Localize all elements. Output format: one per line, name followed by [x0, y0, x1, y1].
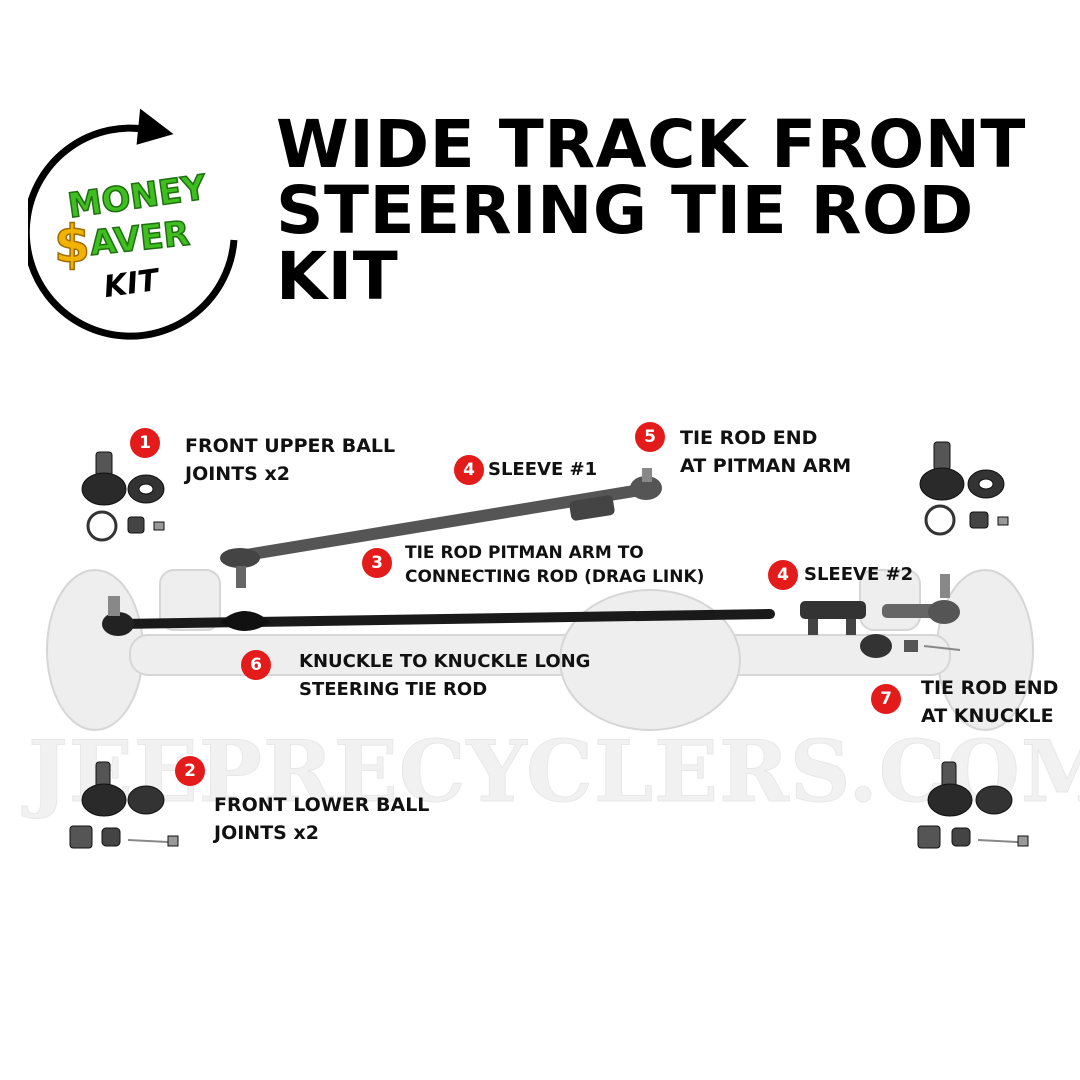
title-line3: KIT — [276, 238, 399, 315]
sleeve-2-and-tie-rod-end-icon — [800, 574, 961, 658]
part-badge-4a: 4 — [454, 455, 484, 485]
upper-ball-joint-left-icon — [81, 451, 165, 542]
part-label-7: TIE ROD END AT KNUCKLE — [921, 677, 1059, 727]
title-line2: STEERING TIE ROD — [276, 172, 974, 249]
part-badge-5: 5 — [635, 422, 665, 452]
arrow-head-icon — [136, 108, 174, 145]
circular-arrow-icon — [28, 124, 238, 340]
money-saver-kit-logo: MONEY $ AVER KIT — [28, 108, 238, 340]
logo-dollar: $ — [54, 215, 90, 275]
part-label-5: TIE ROD END AT PITMAN ARM — [680, 427, 852, 477]
part-badge-2: 2 — [175, 756, 205, 786]
drag-link-icon — [220, 468, 662, 588]
part-badge-4b: 4 — [768, 560, 798, 590]
page-title: WIDE TRACK FRONT STEERING TIE ROD KIT — [276, 112, 1076, 310]
logo-line3: KIT — [102, 263, 164, 306]
part-label-1: FRONT UPPER BALL JOINTS x2 — [185, 435, 396, 485]
title-line1: WIDE TRACK FRONT — [276, 106, 1026, 183]
part-label-4b: SLEEVE #2 — [804, 564, 914, 585]
part-badge-1: 1 — [130, 428, 160, 458]
part-badge-6: 6 — [241, 650, 271, 680]
part-label-3: TIE ROD PITMAN ARM TO CONNECTING ROD (DR… — [405, 543, 705, 587]
part-label-2: FRONT LOWER BALL JOINTS x2 — [214, 794, 430, 844]
part-badge-7: 7 — [871, 684, 901, 714]
long-tie-rod-icon — [102, 596, 775, 636]
front-axle-illustration — [46, 569, 1034, 731]
part-label-4a: SLEEVE #1 — [488, 459, 598, 480]
part-label-6: KNUCKLE TO KNUCKLE LONG STEERING TIE ROD — [299, 651, 591, 700]
upper-ball-joint-right-icon — [919, 441, 1009, 536]
lower-ball-joint-right-icon — [917, 761, 1029, 849]
lower-ball-joint-left-icon — [69, 761, 179, 849]
part-badge-3: 3 — [362, 548, 392, 578]
